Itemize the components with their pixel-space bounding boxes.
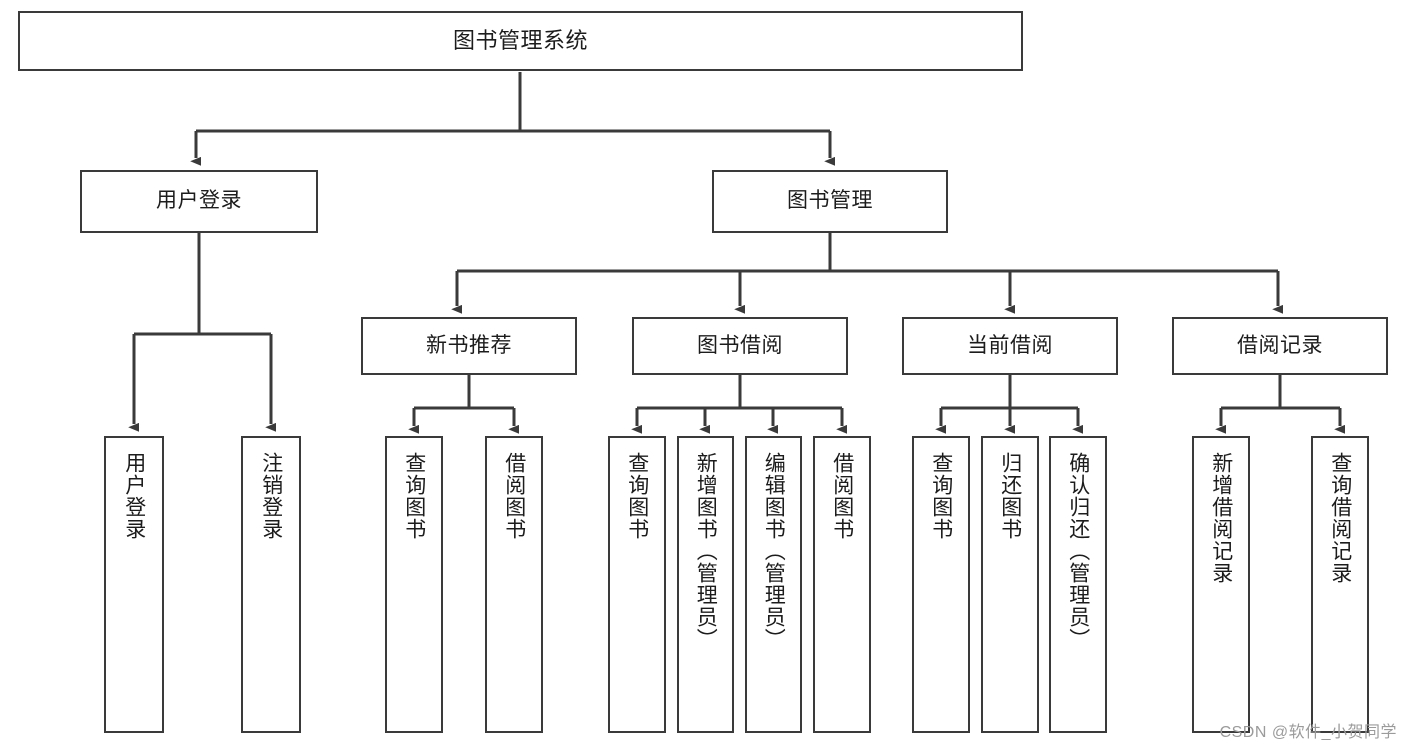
leaf-query-record-label: 查询借阅记录 [1328, 452, 1352, 584]
node-book-borrow[interactable]: 图书借阅 [632, 317, 848, 375]
node-book-manage-label: 图书管理 [787, 189, 873, 213]
node-new-book-recommend[interactable]: 新书推荐 [361, 317, 577, 375]
leaf-query-book-a-label: 查询图书 [402, 452, 426, 540]
leaf-query-book-b-label: 查询图书 [625, 452, 649, 540]
leaf-query-book-c-label: 查询图书 [929, 452, 953, 540]
leaf-return-book[interactable]: 归还图书 [981, 436, 1039, 733]
leaf-edit-book[interactable]: 编辑图书（管理员） [745, 436, 802, 733]
node-borrow-record[interactable]: 借阅记录 [1172, 317, 1388, 375]
node-current-borrow[interactable]: 当前借阅 [902, 317, 1118, 375]
leaf-user-login-label: 用户登录 [122, 452, 146, 540]
csdn-watermark: CSDN @软件_小贺同学 [1219, 724, 1397, 741]
node-root[interactable]: 图书管理系统 [18, 11, 1023, 71]
node-new-book-recommend-label: 新书推荐 [426, 333, 512, 357]
leaf-logout-label: 注销登录 [259, 452, 283, 540]
leaf-query-book-a[interactable]: 查询图书 [385, 436, 443, 733]
leaf-query-book-c[interactable]: 查询图书 [912, 436, 970, 733]
leaf-confirm-return[interactable]: 确认归还（管理员） [1049, 436, 1107, 733]
leaf-borrow-book-a-label: 借阅图书 [502, 452, 526, 540]
leaf-add-record[interactable]: 新增借阅记录 [1192, 436, 1250, 733]
leaf-edit-book-label: 编辑图书（管理员） [762, 452, 786, 650]
leaf-add-record-label: 新增借阅记录 [1209, 452, 1233, 584]
leaf-borrow-book-b[interactable]: 借阅图书 [813, 436, 871, 733]
leaf-borrow-book-b-label: 借阅图书 [830, 452, 854, 540]
leaf-query-book-b[interactable]: 查询图书 [608, 436, 666, 733]
node-current-borrow-label: 当前借阅 [967, 333, 1053, 357]
leaf-confirm-return-label: 确认归还（管理员） [1066, 452, 1090, 650]
leaf-borrow-book-a[interactable]: 借阅图书 [485, 436, 543, 733]
node-user-login[interactable]: 用户登录 [80, 170, 318, 233]
leaf-logout[interactable]: 注销登录 [241, 436, 301, 733]
leaf-add-book-label: 新增图书（管理员） [694, 452, 718, 650]
node-book-borrow-label: 图书借阅 [697, 333, 783, 357]
leaf-return-book-label: 归还图书 [998, 452, 1022, 540]
node-user-login-label: 用户登录 [156, 189, 242, 213]
leaf-add-book[interactable]: 新增图书（管理员） [677, 436, 734, 733]
leaf-user-login[interactable]: 用户登录 [104, 436, 164, 733]
node-root-label: 图书管理系统 [452, 28, 588, 54]
leaf-query-record[interactable]: 查询借阅记录 [1311, 436, 1369, 733]
node-book-manage[interactable]: 图书管理 [712, 170, 948, 233]
node-borrow-record-label: 借阅记录 [1237, 333, 1323, 357]
